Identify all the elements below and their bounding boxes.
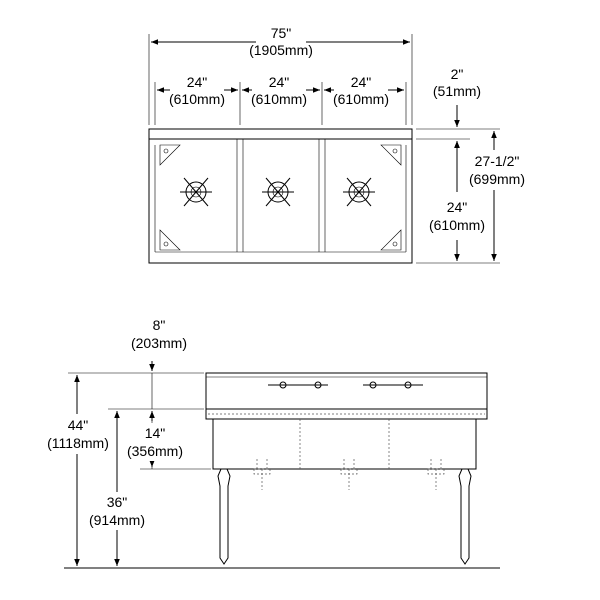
rim-height-dimension: 36" (914mm) bbox=[86, 411, 148, 566]
top-view: 75" (1905mm) 24" (610mm) 24" (610mm) 24"… bbox=[148, 25, 528, 264]
backsplash bbox=[205, 372, 488, 410]
bowl-depth-dimension: 24" (610mm) bbox=[428, 141, 486, 261]
bowl-depth-mm: (610mm) bbox=[429, 217, 485, 233]
top-view-sink-outline bbox=[148, 128, 413, 264]
drain-icon bbox=[343, 177, 375, 207]
overall-width-mm: (1905mm) bbox=[249, 42, 313, 58]
compartment-1-width-in: 24" bbox=[187, 74, 208, 90]
bowl-height-mm: (356mm) bbox=[127, 443, 183, 459]
corner-bracket-icon bbox=[159, 144, 402, 251]
rim-height-mm: (914mm) bbox=[89, 512, 145, 528]
bowl-depth-in: 24" bbox=[447, 199, 468, 215]
rim-height-in: 36" bbox=[107, 494, 128, 510]
sink-rim bbox=[205, 408, 488, 420]
drain-icon bbox=[180, 177, 212, 207]
backsplash-depth-mm: (51mm) bbox=[433, 83, 481, 99]
overall-width-dimension: 75" (1905mm) bbox=[148, 25, 413, 125]
overall-height-in: 44" bbox=[68, 417, 89, 433]
backsplash-height-mm: (203mm) bbox=[131, 335, 187, 351]
faucet-hole-icon bbox=[268, 381, 423, 389]
compartment-3-width-in: 24" bbox=[351, 74, 372, 90]
overall-height-dimension: 44" (1118mm) bbox=[38, 375, 116, 566]
compartment-3-width-mm: (610mm) bbox=[333, 91, 389, 107]
compartment-2-width-mm: (610mm) bbox=[251, 91, 307, 107]
overall-depth-mm: (699mm) bbox=[469, 171, 525, 187]
sink-bowls bbox=[212, 419, 477, 470]
drain-outlet-icon bbox=[253, 459, 445, 490]
overall-width-in: 75" bbox=[271, 25, 292, 41]
overall-depth-in: 27-1/2" bbox=[475, 153, 520, 169]
sink-legs bbox=[217, 468, 472, 565]
front-view: 8" (203mm) 14" (356mm) 44" (1118mm) 36" … bbox=[38, 317, 500, 569]
compartment-width-dimension: 24" (610mm) 24" (610mm) 24" (610mm) bbox=[154, 74, 407, 125]
compartment-2-width-in: 24" bbox=[269, 74, 290, 90]
backsplash-depth-dimension: 2" (51mm) bbox=[416, 66, 500, 162]
bowl-height-dimension: 14" (356mm) bbox=[124, 421, 186, 469]
overall-depth-dimension: 27-1/2" (699mm) bbox=[416, 131, 528, 264]
drain-icon bbox=[262, 177, 294, 207]
backsplash-depth-in: 2" bbox=[451, 66, 464, 82]
bowl-height-in: 14" bbox=[145, 425, 166, 441]
overall-height-mm: (1118mm) bbox=[47, 435, 109, 451]
backsplash-height-dimension: 8" (203mm) bbox=[131, 317, 187, 421]
compartment-1-width-mm: (610mm) bbox=[169, 91, 225, 107]
backsplash-height-in: 8" bbox=[153, 317, 166, 333]
